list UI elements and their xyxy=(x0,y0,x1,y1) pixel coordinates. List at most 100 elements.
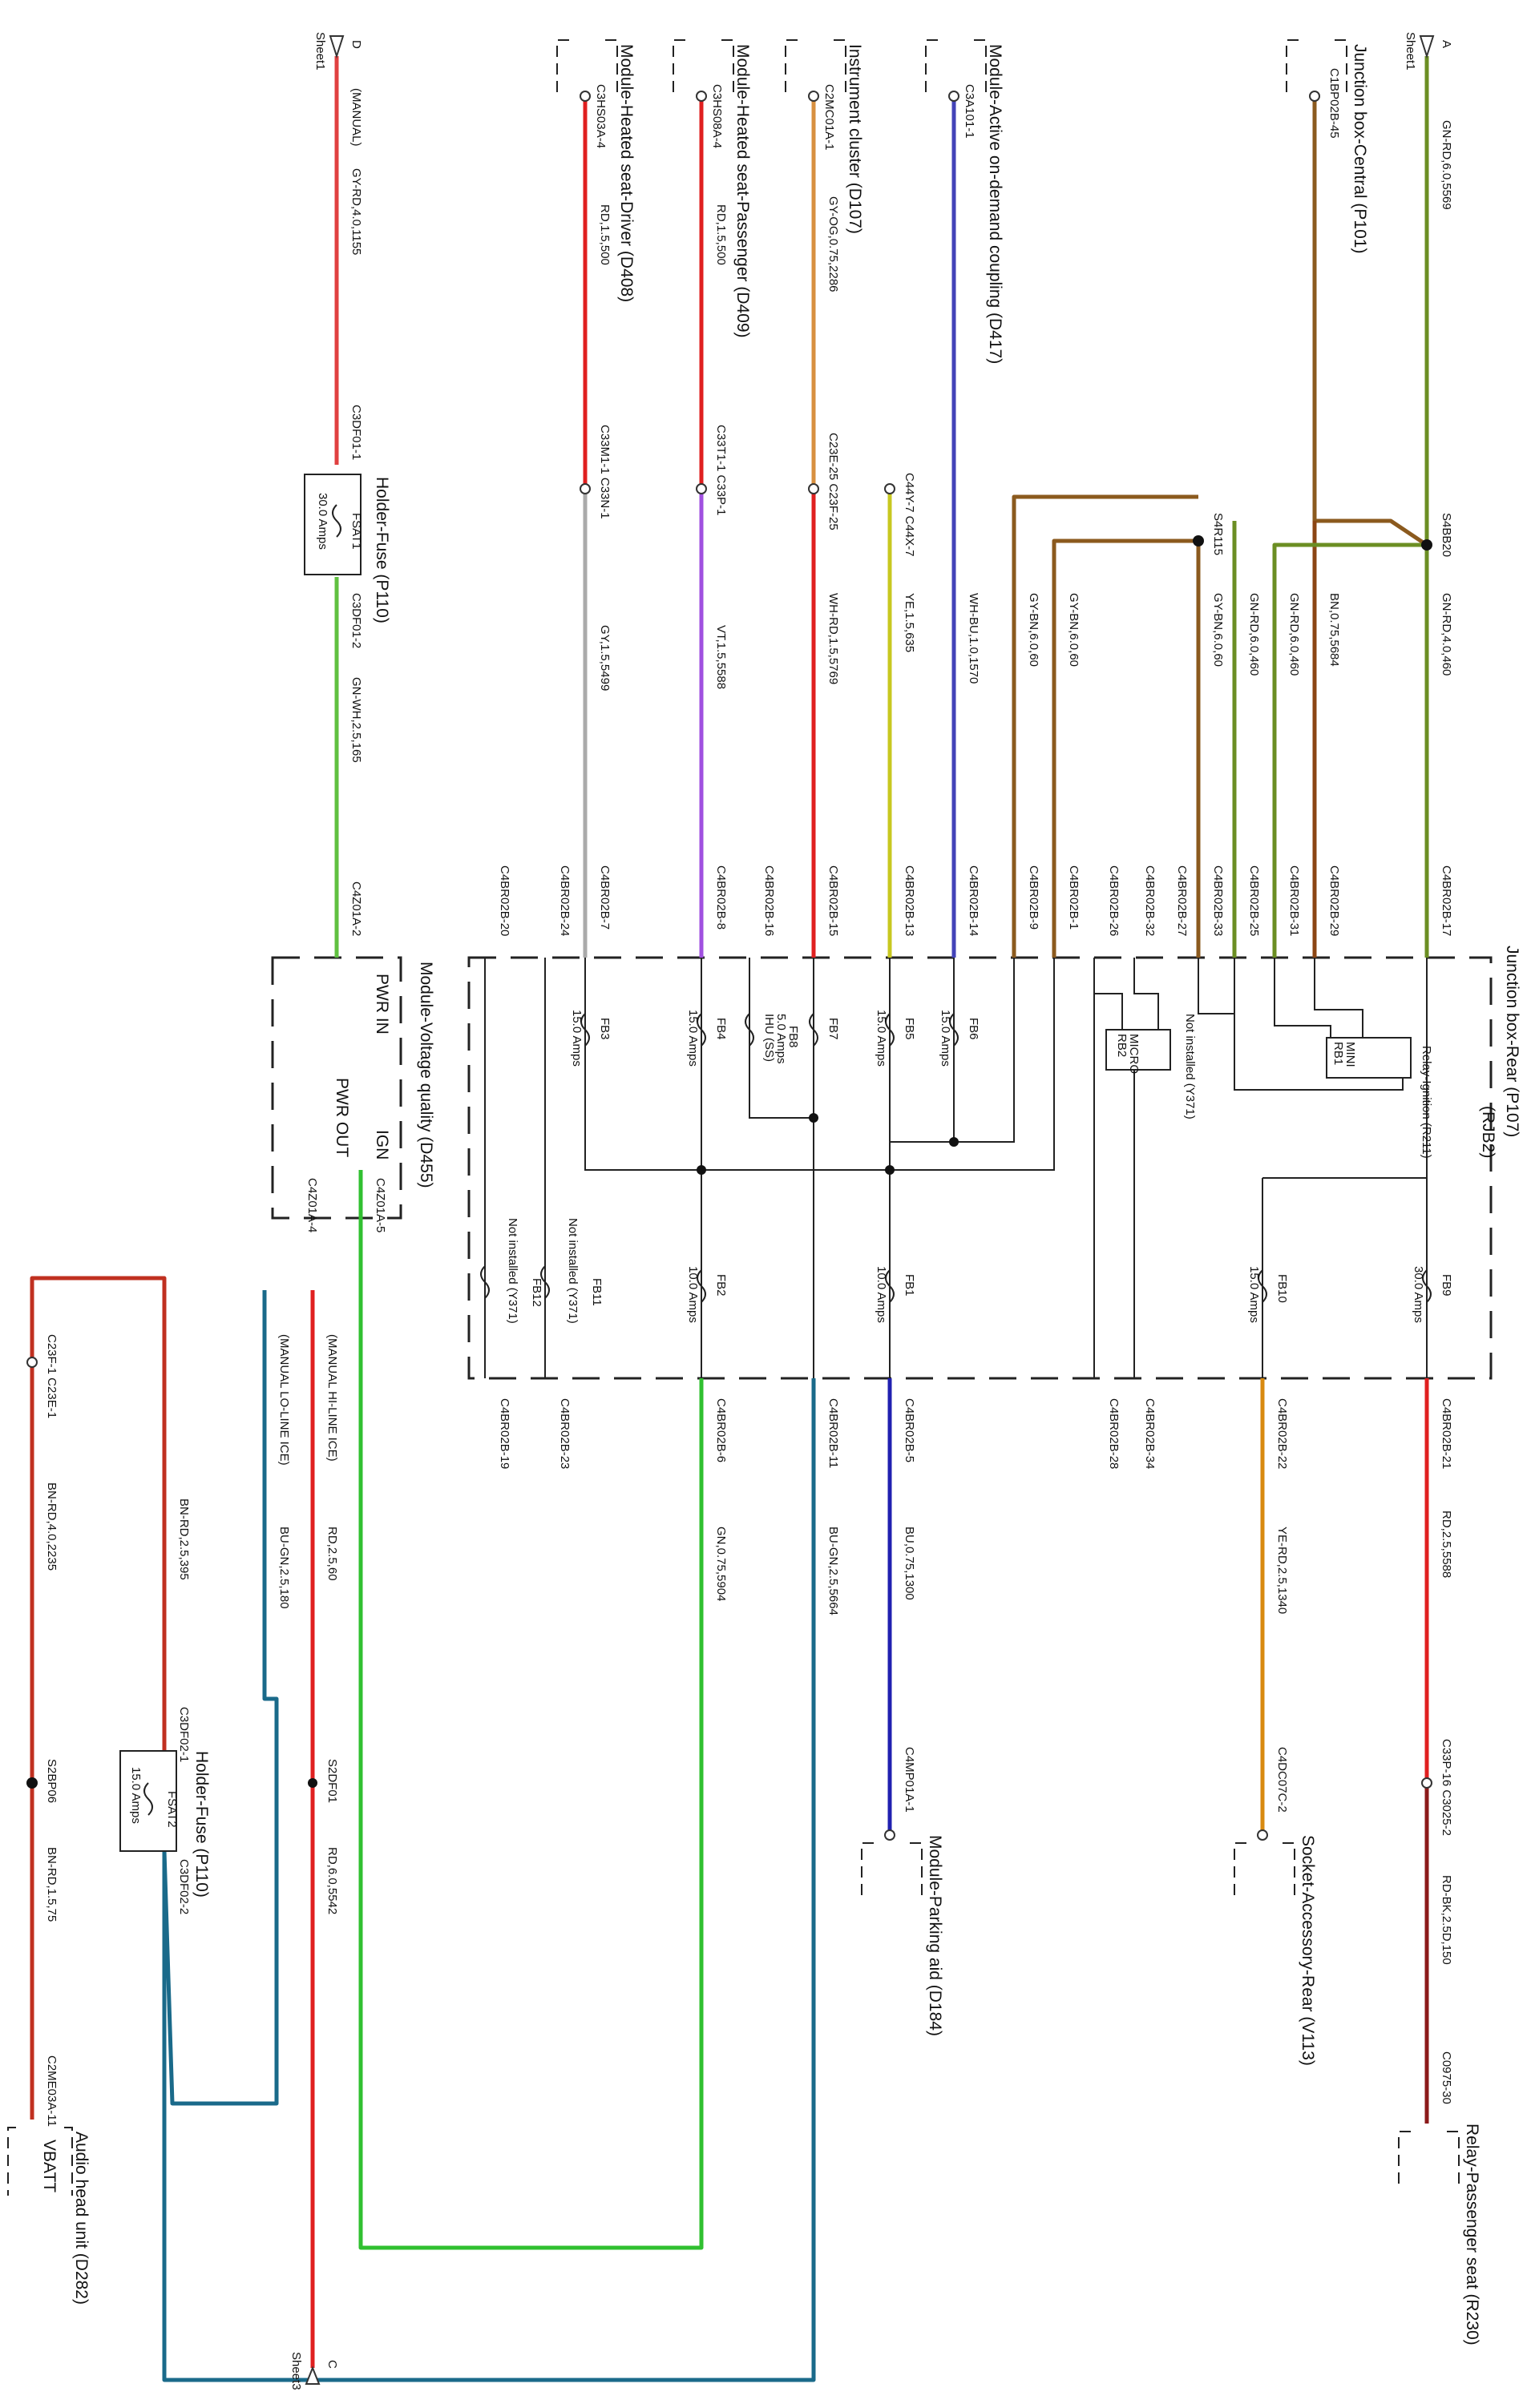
label-sheet-refs-a-letter: A xyxy=(1440,40,1453,48)
label-holder-fuses-0-id: FSAT1 xyxy=(349,513,363,550)
label-fuses-8-id: FB1 xyxy=(903,1274,916,1297)
relay-labels: Relay-Ignition (R211) MINI RB1 Not insta… xyxy=(1115,1014,1433,1159)
module-audio-head-unit: Audio head unit (D282) xyxy=(72,2132,91,2305)
label-texts-p33: C4BR02B-33 xyxy=(1211,865,1225,936)
label-sheet-refs-c-letter: C xyxy=(325,2360,339,2369)
module-relay-passenger-seat: Relay-Passenger seat (R230) xyxy=(1463,2124,1481,2345)
label-texts-p14: C4BR02B-14 xyxy=(967,865,980,936)
label-texts-p15: C4BR02B-15 xyxy=(826,865,840,936)
label-fuses-9-id: FB2 xyxy=(714,1274,728,1297)
label-texts-rd-pass: RD,1.5,500 xyxy=(714,204,728,265)
label-texts-gn075: GN,0.75,5904 xyxy=(714,1527,728,1601)
label-fuses-11-note: Not installed (Y371) xyxy=(506,1218,519,1324)
wire-bn-rd xyxy=(30,1276,167,2120)
label-texts-p32: C4BR02B-32 xyxy=(1143,865,1157,936)
label-texts-p17: C4BR02B-17 xyxy=(1440,865,1453,936)
holder-fuse-2-box xyxy=(119,1750,177,1852)
holder-fuse-1-box xyxy=(304,474,362,575)
label-relays-micro: MICRO xyxy=(1127,1034,1141,1074)
label-texts-p21: C4BR02B-21 xyxy=(1440,1398,1453,1469)
label-texts-c2me03a: C2ME03A-11 xyxy=(45,2055,59,2127)
label-relays-mini: MINI xyxy=(1343,1042,1357,1067)
label-relays-rb2: RB2 xyxy=(1115,1034,1129,1057)
label-texts-p11: C4BR02B-11 xyxy=(826,1398,840,1468)
wire-bu-gn-5664 xyxy=(162,1378,816,2382)
sheet-ref-c: C Sheet3 xyxy=(289,2352,339,2390)
module-junction-rear-code: (RJB2) xyxy=(1479,1106,1497,1158)
label-texts-c3df02-2: C3DF02-2 xyxy=(177,1859,191,1914)
label-texts-p19: C4BR02B-19 xyxy=(498,1398,511,1469)
audio-vbatt: VBATT xyxy=(40,2140,59,2192)
label-sheet-refs-c-sheet: Sheet3 xyxy=(289,2352,303,2390)
label-fuses-4-id: FB8 xyxy=(786,1026,800,1048)
label-texts-rdbk: RD-BK,2.5D,150 xyxy=(1440,1875,1453,1965)
label-texts-c3df02-1: C3DF02-1 xyxy=(177,1707,191,1762)
wire-bu-gn-180 xyxy=(162,1290,279,2106)
label-relays-ignition: Relay-Ignition (R211) xyxy=(1420,1046,1433,1159)
label-holder-fuses-0-title: Holder-Fuse (P110) xyxy=(373,477,391,623)
module-junction-central: Junction box-Central (P101) xyxy=(1351,44,1369,253)
label-texts-c3df01-2: C3DF01-2 xyxy=(349,593,363,648)
label-holder-fuses-1-rating: 15.0 Amps xyxy=(129,1767,143,1824)
label-texts-bugn-180: BU-GN,2.5,180 xyxy=(277,1527,291,1609)
module-active-coupling: Module-Active on-demand coupling (D417) xyxy=(986,44,1004,364)
label-texts-p5: C4BR02B-5 xyxy=(903,1398,916,1462)
label-texts-gnrd6-460b: GN-RD,6.0,460 xyxy=(1247,593,1261,676)
module-socket-accessory: Socket-Accessory-Rear (V113) xyxy=(1299,1835,1317,2066)
label-fuses-4-rating: 5.0 Amps xyxy=(774,1014,788,1064)
label-texts-c4z01a2: C4Z01A-2 xyxy=(349,881,363,936)
fuse-labels: FB9 30.0 Amps FB10 15.0 Amps FB6 15.0 Am… xyxy=(506,1010,1453,1324)
label-texts-gnwh: GN-WH,2.5,165 xyxy=(349,677,363,763)
label-texts-gy: GY,1.5,5499 xyxy=(598,625,612,691)
label-texts-yerd: YE-RD,2.5,1340 xyxy=(1275,1527,1289,1614)
label-texts-p8: C4BR02B-8 xyxy=(714,865,728,930)
label-texts-manual: (MANUAL) xyxy=(349,88,363,147)
label-texts-rd6-5542: RD,6.0,5542 xyxy=(325,1847,339,1914)
label-texts-c4z01a4: C4Z01A-4 xyxy=(305,1178,319,1232)
label-holder-fuses-0-rating: 30.0 Amps xyxy=(316,493,329,550)
label-texts-c3hs03a: C3HS03A-4 xyxy=(594,84,608,148)
label-texts-c3hs08a: C3HS08A-4 xyxy=(710,84,724,148)
label-texts-c23f1: C23F-1 C23E-1 xyxy=(45,1334,59,1418)
label-texts-c44x: C44Y-7 C44X-7 xyxy=(903,473,916,557)
module-instrument-cluster: Instrument cluster (D107) xyxy=(846,44,864,234)
relay-rb2-box xyxy=(1105,1029,1171,1071)
label-texts-c3a101: C3A101-1 xyxy=(963,84,976,139)
label-texts-bnrd25-395: BN-RD,2.5,395 xyxy=(177,1498,191,1580)
label-fuses-7-rating: 15.0 Amps xyxy=(570,1010,584,1067)
label-texts-c33p16: C33P-16 C3025-2 xyxy=(1440,1739,1453,1836)
label-texts-bu075: BU,0.75,1300 xyxy=(903,1527,916,1600)
label-fuses-1-rating: 15.0 Amps xyxy=(1247,1266,1261,1323)
sheet-ref-d: D Sheet1 xyxy=(313,32,363,71)
holder-fuse-labels: Holder-Fuse (P110) FSAT1 30.0 Amps Holde… xyxy=(129,477,391,1898)
label-fuses-3-id: FB5 xyxy=(903,1018,916,1040)
wire-junction-central xyxy=(1312,96,1428,547)
label-texts-manual-lo: (MANUAL LO-LINE ICE) xyxy=(277,1334,291,1466)
label-texts-p9: C4BR02B-9 xyxy=(1027,865,1040,930)
label-texts-bugn-5664: BU-GN,2.5,5664 xyxy=(826,1527,840,1615)
label-fuses-7-id: FB3 xyxy=(598,1018,612,1040)
label-texts-rd25-5588: RD,2.5,5588 xyxy=(1440,1511,1453,1578)
label-fuses-0-rating: 30.0 Amps xyxy=(1412,1266,1425,1323)
label-texts-rd-drv: RD,1.5,500 xyxy=(598,204,612,265)
wire-gn-rd-460a xyxy=(1272,543,1427,958)
label-texts-gnrd6-5569: GN-RD,6.0,5569 xyxy=(1440,120,1453,210)
label-texts-gyog: GY-OG,0.75,2286 xyxy=(826,196,840,292)
label-relays-not-installed: Not installed (Y371) xyxy=(1183,1014,1197,1119)
label-texts-gybn6-60b: GY-BN,6.0,60 xyxy=(1067,593,1081,667)
label-fuses-10-note: Not installed (Y371) xyxy=(566,1218,580,1324)
label-texts-gybn6-60c: GY-BN,6.0,60 xyxy=(1027,593,1040,667)
label-texts-p1: C4BR02B-1 xyxy=(1067,865,1081,930)
label-texts-c4z01a5: C4Z01A-5 xyxy=(374,1178,387,1232)
label-texts-c0975: C0975-30 xyxy=(1440,2051,1453,2104)
label-texts-bn075-5684: BN,0.75,5684 xyxy=(1327,593,1341,667)
label-texts-c23e25: C23E-25 C23F-25 xyxy=(826,433,840,530)
wire-labels: C1BP02B-45 GN-RD,6.0,5569 S4BB20 GN-RD,4… xyxy=(45,68,1453,2127)
label-relays-rb1: RB1 xyxy=(1331,1042,1345,1065)
label-texts-p6: C4BR02B-6 xyxy=(714,1398,728,1462)
label-texts-p13: C4BR02B-13 xyxy=(903,865,916,936)
sheet-ref-a: A Sheet1 xyxy=(1404,32,1453,71)
label-fuses-0-id: FB9 xyxy=(1440,1274,1453,1297)
label-texts-bnrd4-2235: BN-RD,4.0,2235 xyxy=(45,1482,59,1571)
